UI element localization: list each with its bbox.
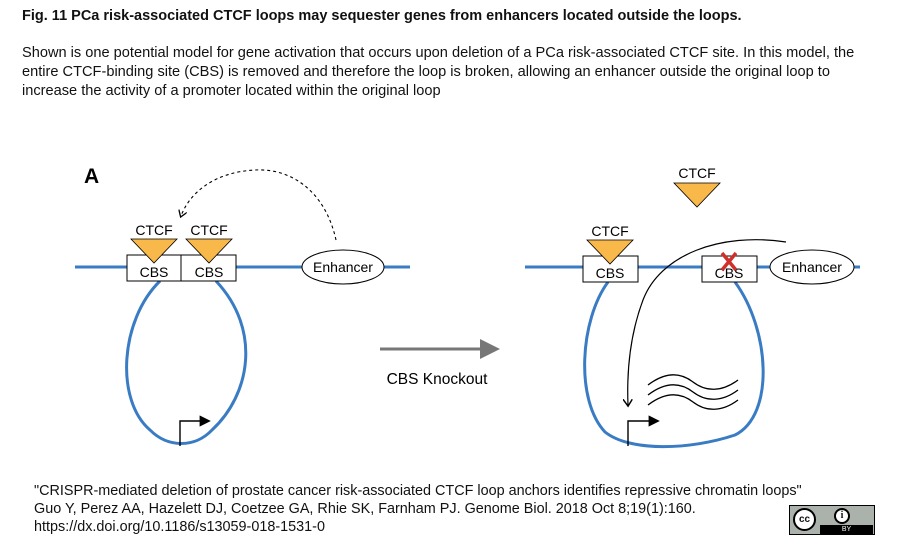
cc-icon: cc — [793, 508, 816, 531]
transition-arrow-icon — [480, 339, 500, 359]
cc-by-license-badge[interactable]: cc i BY — [789, 505, 875, 535]
citation-title: "CRISPR-mediated deletion of prostate ca… — [34, 483, 802, 499]
promoter-arrow-icon — [179, 415, 211, 446]
citation-authors: Guo Y, Perez AA, Hazelett DJ, Coetzee GA… — [34, 501, 696, 517]
cbs-label: CBS — [596, 265, 625, 281]
cbs-label: CBS — [140, 264, 169, 280]
right-state: CTCF CBS CTCF CBS Enhancer — [525, 165, 860, 449]
enhancer-label: Enhancer — [782, 259, 842, 275]
ctcf-triangle — [586, 239, 634, 265]
enhancer — [301, 249, 385, 285]
figure-title: Fig. 11 PCa risk-associated CTCF loops m… — [22, 8, 742, 24]
ctcf-triangle — [185, 238, 233, 264]
free-ctcf-label: CTCF — [678, 165, 715, 181]
transition-label: CBS Knockout — [387, 371, 488, 388]
panel-label: A — [84, 165, 99, 188]
dna-loop — [125, 279, 248, 445]
transcript-waves-icon — [647, 374, 739, 410]
free-ctcf-triangle — [673, 182, 721, 208]
enhancer-activation-arrow — [628, 239, 787, 405]
by-label: BY — [820, 525, 873, 534]
citation-doi-link[interactable]: https://dx.doi.org/10.1186/s13059-018-15… — [34, 519, 325, 535]
ctcf-label: CTCF — [135, 222, 172, 238]
attribution-icon: i — [834, 508, 850, 524]
left-state: CTCF CTCF CBS CBS Enhancer — [75, 169, 410, 446]
ctcf-label: CTCF — [190, 222, 227, 238]
deletion-x-icon — [720, 251, 738, 272]
ctcf-label: CTCF — [591, 223, 628, 239]
enhancer-label: Enhancer — [313, 259, 373, 275]
knockout-transition: CBS Knockout — [380, 339, 500, 388]
cbs-label: CBS — [715, 265, 744, 281]
promoter-arrow-icon — [627, 415, 660, 446]
cbs-label: CBS — [195, 264, 224, 280]
dashed-interaction-arrow — [181, 169, 337, 241]
enhancer — [769, 249, 855, 285]
ctcf-triangle — [130, 238, 178, 264]
figure-description: Shown is one potential model for gene ac… — [22, 45, 855, 99]
dna-loop — [583, 281, 765, 449]
